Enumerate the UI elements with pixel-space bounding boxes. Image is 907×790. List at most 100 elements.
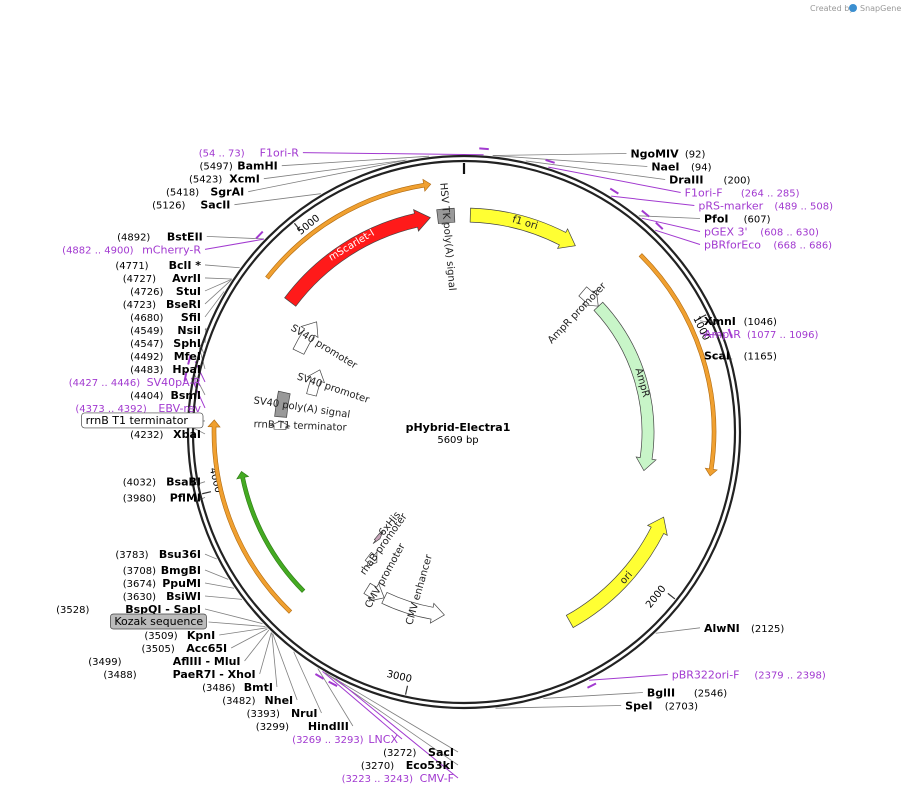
label-sfii[interactable]: SfiI(4680) bbox=[130, 311, 201, 324]
label-bglii[interactable]: BglII(2546) bbox=[647, 687, 727, 700]
label-bsiwi[interactable]: BsiWI(3630) bbox=[123, 590, 201, 603]
label-xbai[interactable]: XbaI(4232) bbox=[130, 428, 201, 441]
label-position: (4483) bbox=[130, 365, 163, 376]
label-position: (4492) bbox=[130, 352, 163, 363]
primer-mark bbox=[655, 221, 664, 230]
plasmid-size: 5609 bp bbox=[437, 435, 478, 446]
label-ngomiv[interactable]: NgoMIV(92) bbox=[630, 147, 705, 160]
label-xmni[interactable]: XmnI(1046) bbox=[704, 315, 777, 328]
label-position: (5126) bbox=[152, 201, 185, 212]
label-position: (3393) bbox=[247, 709, 280, 720]
leader-line bbox=[655, 229, 701, 245]
label-mcherry-r[interactable]: mCherry-R(4882 .. 4900) bbox=[62, 243, 201, 256]
label-avrii[interactable]: AvrII(4727) bbox=[123, 272, 201, 285]
primer-mark bbox=[727, 328, 733, 339]
leader-line bbox=[204, 278, 232, 292]
primer-mark bbox=[641, 209, 650, 218]
feature-shape bbox=[578, 286, 599, 307]
feature-rrnb-t1-terminator[interactable]: rrnB T1 terminator bbox=[253, 419, 347, 433]
label-draiii[interactable]: DraIII(200) bbox=[669, 173, 750, 186]
label-eco53ki[interactable]: Eco53kI(3270) bbox=[361, 759, 454, 772]
leader-line bbox=[248, 159, 406, 193]
label-position: (3223 .. 3243) bbox=[342, 774, 414, 785]
primer-mark bbox=[255, 230, 264, 240]
label-sphi[interactable]: SphI(4547) bbox=[130, 337, 201, 350]
label-nsii[interactable]: NsiI(4549) bbox=[130, 324, 201, 337]
feature-sv40-promoter[interactable]: SV40 promoter bbox=[289, 321, 360, 372]
label-name: BsaBI bbox=[166, 476, 201, 489]
label-sacii[interactable]: SacII(5126) bbox=[152, 199, 230, 212]
label-bspqi-sapi[interactable]: BspQI - SapI(3528) bbox=[56, 603, 201, 616]
label-f1ori-r[interactable]: F1ori-R(54 .. 73) bbox=[199, 147, 300, 160]
label-f1ori-f[interactable]: F1ori-F(264 .. 285) bbox=[685, 186, 800, 199]
label-bmti[interactable]: BmtI(3486) bbox=[202, 681, 273, 694]
feature-ori[interactable]: ori bbox=[565, 516, 668, 629]
feature-f1-ori[interactable]: f1 ori bbox=[469, 207, 576, 249]
label-bsteii[interactable]: BstEII(4892) bbox=[117, 230, 203, 243]
label-acc65i[interactable]: Acc65I(3505) bbox=[141, 642, 227, 655]
leader-line bbox=[655, 627, 701, 634]
label-pfoi[interactable]: PfoI(607) bbox=[704, 212, 771, 225]
label-name: LNCX bbox=[368, 733, 398, 746]
feature-label: SV40 promoter bbox=[295, 371, 371, 406]
leader-line bbox=[272, 633, 298, 701]
label-position: (3270) bbox=[361, 761, 394, 772]
leader-line bbox=[204, 569, 229, 580]
label-pgex-3[interactable]: pGEX 3'(608 .. 630) bbox=[704, 225, 819, 238]
label-bcli[interactable]: BclI *(4771) bbox=[115, 259, 201, 272]
label-afliii-mlui[interactable]: AflIII - MluI(3499) bbox=[88, 655, 240, 668]
feature-shape bbox=[565, 516, 668, 629]
label-bseri[interactable]: BseRI(4723) bbox=[123, 298, 201, 311]
label-amp-r[interactable]: Amp-R(1077 .. 1096) bbox=[704, 328, 819, 341]
label-bsu36i[interactable]: Bsu36I(3783) bbox=[115, 548, 201, 561]
label-pbrforeco[interactable]: pBRforEco(668 .. 686) bbox=[704, 238, 832, 251]
label-position: (3482) bbox=[222, 696, 255, 707]
feature-hsv-tk-poly-a-signal[interactable]: HSV TK poly(A) signal bbox=[436, 182, 458, 291]
label-bsabi[interactable]: BsaBI(4032) bbox=[123, 476, 201, 489]
label-pflmi[interactable]: PflMI(3980) bbox=[123, 491, 201, 504]
label-bmgbi[interactable]: BmgBI(3708) bbox=[123, 564, 201, 577]
plasmid-name: pHybrid-Electra1 bbox=[406, 421, 511, 434]
label-mfei[interactable]: MfeI(4492) bbox=[130, 350, 201, 363]
label-bamhi[interactable]: BamHI(5497) bbox=[200, 160, 278, 173]
leader-line bbox=[204, 277, 232, 280]
label-nhei[interactable]: NheI(3482) bbox=[222, 694, 293, 707]
label-name: XcmI bbox=[229, 173, 260, 186]
feature-ampr[interactable]: AmpR bbox=[593, 301, 657, 472]
label-position: (5418) bbox=[166, 188, 199, 199]
label-sgrai[interactable]: SgrAI(5418) bbox=[166, 186, 244, 199]
label-naei[interactable]: NaeI(94) bbox=[651, 160, 711, 173]
label-position: (4882 .. 4900) bbox=[62, 245, 134, 256]
label-bsmi[interactable]: BsmI(4404) bbox=[130, 389, 201, 402]
label-sv40pa-r[interactable]: SV40pA-R(4427 .. 4446) bbox=[69, 376, 202, 389]
label-alwni[interactable]: AlwNI(2125) bbox=[704, 622, 784, 635]
label-position: (4771) bbox=[115, 261, 148, 272]
label-prs-marker[interactable]: pRS-marker(489 .. 508) bbox=[698, 199, 833, 212]
label-ebv-rev[interactable]: EBV-rev(4373 .. 4392) bbox=[75, 402, 201, 415]
label-xcmi[interactable]: XcmI(5423) bbox=[189, 173, 260, 186]
label-kpni[interactable]: KpnI(3509) bbox=[144, 629, 215, 642]
label-pbr322ori-f[interactable]: pBR322ori-F(2379 .. 2398) bbox=[672, 669, 826, 682]
label-hpai[interactable]: HpaI(4483) bbox=[130, 363, 201, 376]
label-lncx[interactable]: LNCX(3269 .. 3293) bbox=[292, 733, 398, 746]
label-nrui[interactable]: NruI(3393) bbox=[247, 707, 318, 720]
label-name: Amp-R bbox=[704, 328, 741, 341]
label-kozak-sequence[interactable]: Kozak sequence bbox=[110, 613, 207, 630]
label-name: ScaI bbox=[704, 350, 730, 363]
feature-sv40-promoter[interactable]: SV40 promoter bbox=[295, 369, 371, 406]
label-rrnb-t1-terminator[interactable]: rrnB T1 terminator bbox=[81, 412, 204, 429]
feature-label: rrnB T1 terminator bbox=[253, 419, 347, 433]
label-paer7i-xhoi[interactable]: PaeR7I - XhoI(3488) bbox=[103, 668, 255, 681]
leader-line bbox=[495, 705, 622, 709]
label-scai[interactable]: ScaI(1165) bbox=[704, 350, 777, 363]
label-saci[interactable]: SacI(3272) bbox=[383, 746, 454, 759]
label-stui[interactable]: StuI(4726) bbox=[130, 285, 201, 298]
label-cmv-f[interactable]: CMV-F(3223 .. 3243) bbox=[342, 772, 454, 785]
label-position: (5497) bbox=[200, 162, 233, 173]
label-ppumi[interactable]: PpuMI(3674) bbox=[123, 577, 201, 590]
label-hindiii[interactable]: HindIII(3299) bbox=[256, 720, 349, 733]
label-spei[interactable]: SpeI(2703) bbox=[625, 700, 698, 713]
ruler-label: 3000 bbox=[386, 669, 413, 685]
feature-shape bbox=[436, 207, 456, 224]
feature-sv40-poly-a-signal[interactable]: SV40 poly(A) signal bbox=[253, 390, 351, 421]
